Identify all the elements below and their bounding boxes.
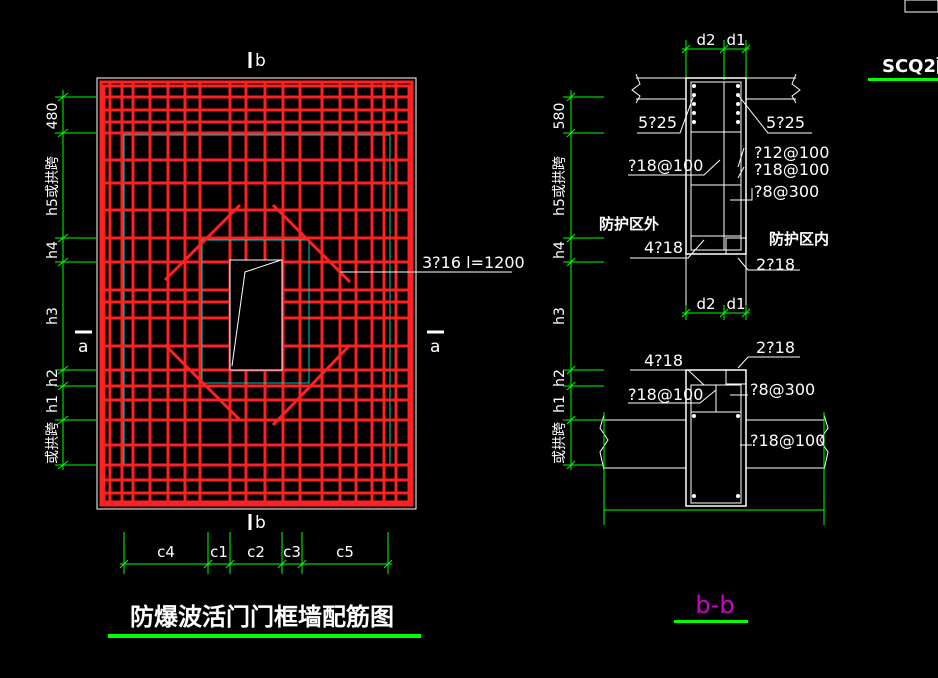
label-r18c: ?18@100 bbox=[628, 385, 703, 404]
svg-text:h3: h3 bbox=[45, 307, 61, 325]
svg-text:h4: h4 bbox=[552, 241, 568, 259]
diagonal-bars bbox=[163, 203, 352, 427]
lower-rebar-dots bbox=[692, 414, 740, 498]
left-view-title: 防爆波活门门框墙配筋图 bbox=[130, 603, 394, 631]
svg-text:h4: h4 bbox=[45, 241, 61, 259]
svg-text:c1: c1 bbox=[210, 543, 228, 561]
lower-wall-rebar bbox=[690, 384, 742, 504]
label-r18b: ?18@100 bbox=[754, 160, 829, 179]
vertical-dimensions: 480 h5或拱跨 h4 h3 h2 h1 或拱跨 bbox=[45, 90, 96, 470]
label-bars-right-top: 5?25 bbox=[766, 113, 805, 132]
svg-text:c2: c2 bbox=[247, 543, 265, 561]
wall-section bbox=[685, 77, 747, 255]
svg-text:480: 480 bbox=[45, 103, 61, 130]
mid-dimensions bbox=[681, 305, 751, 320]
wall-continuation bbox=[685, 254, 747, 315]
label-b4a: 4?18 bbox=[644, 238, 683, 257]
svg-text:a: a bbox=[430, 337, 440, 357]
lower-wall-section bbox=[685, 369, 747, 507]
label-r8a: ?8@300 bbox=[754, 182, 819, 201]
svg-text:或拱跨: 或拱跨 bbox=[552, 422, 568, 464]
svg-text:c3: c3 bbox=[283, 543, 301, 561]
section-mark-right: a bbox=[427, 330, 444, 357]
label-r8b: ?8@300 bbox=[750, 380, 815, 399]
door-symbol bbox=[231, 259, 282, 367]
side-label: SCQ2配 bbox=[868, 0, 938, 81]
svg-text:d2: d2 bbox=[696, 295, 715, 313]
label-inside: 防护区内 bbox=[769, 230, 829, 248]
svg-text:d2: d2 bbox=[696, 31, 715, 49]
top-dimensions bbox=[681, 40, 751, 80]
svg-text:b: b bbox=[255, 513, 266, 533]
svg-text:h5或拱跨: h5或拱跨 bbox=[552, 156, 568, 216]
right-title-underline bbox=[674, 620, 748, 623]
label-r18d: ?18@100 bbox=[750, 431, 825, 450]
rebar-dots bbox=[692, 84, 740, 124]
lintel-block bbox=[725, 237, 747, 255]
svg-text:h1: h1 bbox=[552, 395, 568, 413]
svg-text:h1: h1 bbox=[45, 395, 61, 413]
svg-text:580: 580 bbox=[552, 103, 568, 130]
label-r12: ?12@100 bbox=[754, 143, 829, 162]
svg-text:a: a bbox=[78, 337, 88, 357]
label-b2b: 2?18 bbox=[756, 338, 795, 357]
svg-text:h3: h3 bbox=[552, 307, 568, 325]
sill-block bbox=[725, 369, 747, 385]
top-slab bbox=[631, 73, 801, 104]
label-outside: 防护区外 bbox=[599, 215, 659, 233]
svg-text:d1: d1 bbox=[726, 31, 745, 49]
wall-rebar bbox=[690, 81, 742, 251]
svg-text:c4: c4 bbox=[157, 543, 175, 561]
svg-text:h2: h2 bbox=[552, 369, 568, 387]
left-title-underline bbox=[108, 634, 421, 638]
wall-outline bbox=[96, 77, 417, 510]
opening-frame bbox=[201, 239, 310, 384]
bottom-slab bbox=[599, 414, 829, 471]
right-vertical-dimensions: 580 h5或拱跨 h4 h3 h2 h1 或拱跨 bbox=[552, 90, 604, 470]
rebar-leaders bbox=[628, 94, 812, 446]
foundation-line bbox=[603, 412, 825, 525]
left-view: 3?16 l=1200 b b a a bbox=[45, 51, 525, 638]
label-bars-left-top: 5?25 bbox=[638, 113, 677, 132]
svg-text:d1: d1 bbox=[726, 295, 745, 313]
svg-text:或拱跨: 或拱跨 bbox=[45, 422, 61, 464]
right-view: d2 d1 bbox=[552, 31, 829, 623]
right-view-title: b-b bbox=[695, 591, 734, 619]
svg-text:c5: c5 bbox=[336, 543, 354, 561]
svg-text:h2: h2 bbox=[45, 369, 61, 387]
svg-text:SCQ2配: SCQ2配 bbox=[882, 56, 938, 77]
svg-text:h5或拱跨: h5或拱跨 bbox=[45, 156, 61, 216]
label-b4b: 4?18 bbox=[644, 351, 683, 370]
section-mark-bottom: b bbox=[248, 513, 266, 533]
label-r18a: ?18@100 bbox=[628, 156, 703, 175]
callout-label: 3?16 l=1200 bbox=[422, 253, 525, 272]
label-b2a: 2?18 bbox=[756, 255, 795, 274]
section-mark-left: a bbox=[75, 330, 92, 357]
door-opening bbox=[229, 259, 283, 371]
section-mark-top: b bbox=[248, 51, 266, 71]
svg-text:b: b bbox=[255, 51, 266, 71]
horizontal-dimensions: c4 c1 c2 c3 c5 bbox=[119, 532, 393, 574]
